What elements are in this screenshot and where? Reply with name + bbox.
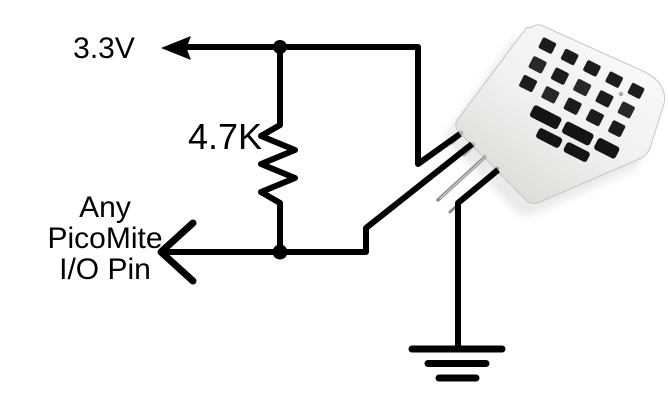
- supply-arrowhead: [161, 36, 191, 60]
- io-pin-label-line3: I/O Pin: [59, 253, 151, 286]
- io-pin-label-line1: Any: [79, 191, 131, 224]
- resistor-value-label: 4.7K: [187, 116, 263, 157]
- sensor-vent-grid: [519, 37, 645, 162]
- io-pin-label: Any PicoMite I/O Pin: [25, 192, 185, 285]
- data-wire: [162, 141, 474, 255]
- ground-symbol: [408, 345, 506, 382]
- resistor-symbol: [258, 47, 298, 252]
- supply-wire: [184, 44, 462, 167]
- junction-dot-bottom: [272, 244, 288, 260]
- junction-dot-top: [273, 40, 287, 54]
- sensor-body: [455, 24, 666, 204]
- io-arrowhead: [157, 219, 197, 285]
- io-pin-label-line2: PicoMite: [47, 222, 163, 255]
- supply-voltage-label: 3.3V: [73, 32, 135, 65]
- ground-wire: [455, 167, 500, 346]
- sensor-mold-mark: [618, 91, 624, 97]
